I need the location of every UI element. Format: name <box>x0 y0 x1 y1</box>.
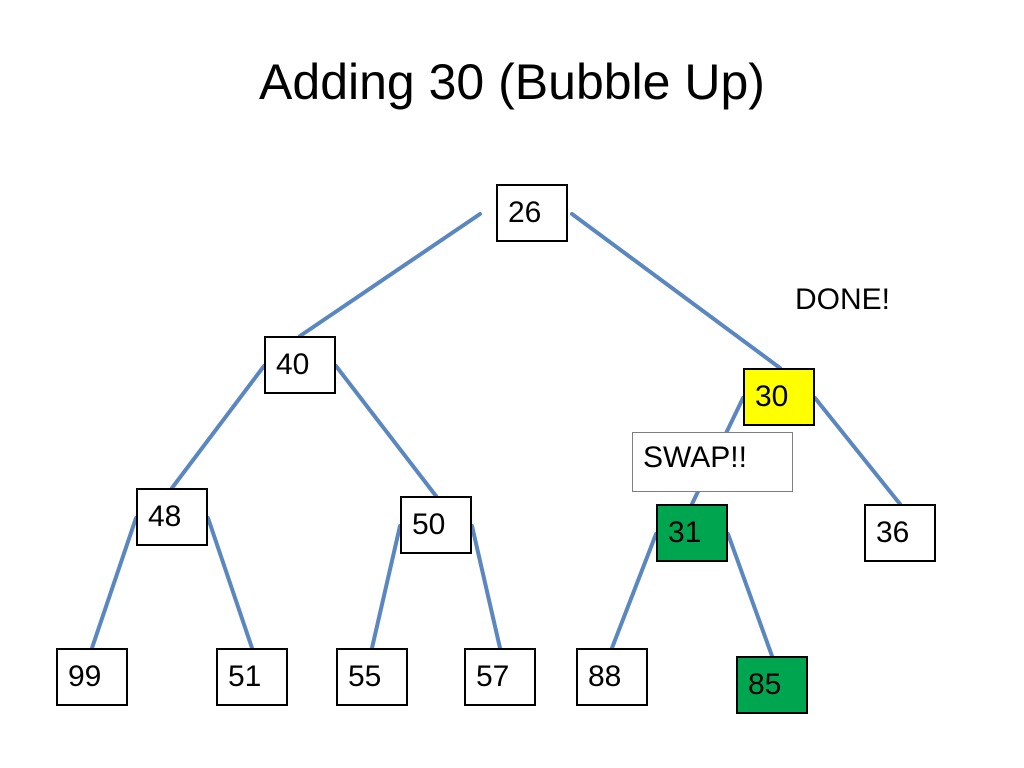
heap-node-51: 51 <box>216 648 288 706</box>
edge-31-88 <box>610 532 658 650</box>
heap-node-30: 30 <box>743 368 815 426</box>
edge-26-40 <box>298 212 482 338</box>
heap-node-36: 36 <box>864 504 936 562</box>
swap-callout: SWAP!! <box>632 432 793 492</box>
heap-node-55: 55 <box>336 648 408 706</box>
heap-node-50: 50 <box>400 496 472 554</box>
heap-node-57: 57 <box>464 648 536 706</box>
slide-title: Adding 30 (Bubble Up) <box>259 54 765 110</box>
heap-node-88: 88 <box>576 648 648 706</box>
edge-30-36 <box>813 396 902 506</box>
edge-31-85 <box>726 532 774 658</box>
edge-50-57 <box>470 524 502 650</box>
edge-26-30 <box>570 212 782 370</box>
edge-48-51 <box>206 516 254 650</box>
edge-48-99 <box>90 516 138 650</box>
heap-node-48: 48 <box>136 488 208 546</box>
heap-node-99: 99 <box>56 648 128 706</box>
edge-40-48 <box>170 364 266 490</box>
edge-40-50 <box>334 364 438 498</box>
heap-node-85: 85 <box>736 656 808 714</box>
edge-50-55 <box>370 524 402 650</box>
heap-node-40: 40 <box>264 336 336 394</box>
heap-node-31: 31 <box>656 504 728 562</box>
heap-node-26: 26 <box>496 184 568 242</box>
done-label: DONE! <box>795 283 891 316</box>
